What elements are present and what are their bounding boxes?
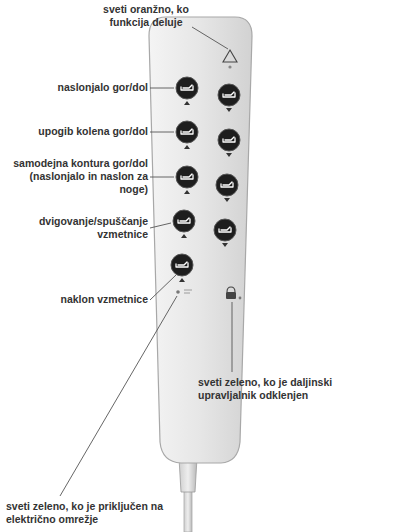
button-column-left: [171, 77, 198, 282]
callout-label: sveti zeleno, ko je priključen na elektr…: [6, 500, 206, 526]
callout-label: naslonjalo gor/dol: [4, 81, 148, 94]
callout-label: sveti oranžno, ko funkcija deluje: [86, 3, 206, 29]
callout-label: samodejna kontura gor/dol (naslonjalo in…: [4, 157, 148, 196]
button-column-right: [214, 84, 240, 247]
status-led: [228, 65, 231, 68]
callout-label: sveti zeleno, ko je daljinski upravljaln…: [198, 376, 388, 402]
leader-lines: [60, 27, 232, 496]
callout-label: dvigovanje/spuščanje vzmetnice: [4, 215, 148, 241]
power-led: [176, 290, 180, 294]
lock-symbol: [226, 287, 241, 299]
warning-symbol: [223, 50, 237, 62]
callout-label: naklon vzmetnice: [4, 293, 148, 306]
power-mark: [184, 290, 192, 293]
callout-label: upogib kolena gor/dol: [4, 125, 148, 138]
